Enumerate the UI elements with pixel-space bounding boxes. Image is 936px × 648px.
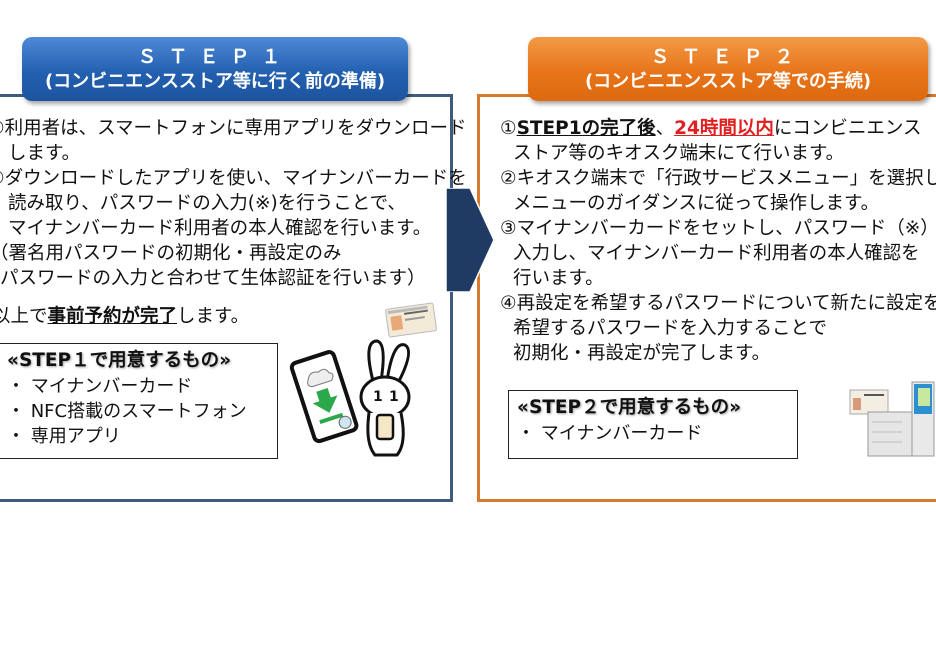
summary-text: 以上で [0,306,48,327]
step2-title: ＳＴＥＰ２ [650,46,806,68]
needs-item: ・ NFC搭載のスマートフォン [7,401,247,422]
step1-line: （署名用パスワードの初期化・再設定のみ [0,243,342,264]
step2-line: 行います。 [513,268,604,289]
kiosk-terminal-illustration [849,381,935,457]
step2-line: メニューのガイダンスに従って操作します。 [513,193,880,214]
step1-line: します。 [8,143,81,164]
needs-item: ・ 専用アプリ [7,426,121,447]
step1-line: ②ダウンロードしたアプリを使い、マイナンバーカードを [0,168,467,189]
needs-item: ・ マイナンバーカード [7,376,193,397]
step1-line: パスワードの入力と合わせて生体認証を行います） [0,268,426,289]
step1-needs-box: «STEP１で用意するもの» ・ マイナンバーカード ・ NFC搭載のスマートフ… [0,343,278,459]
step2-line: ①STEP1の完了後、24時間以内にコンビニエンス [500,116,936,141]
step1-subtitle: (コンビニエンスストア等に行く前の準備) [44,71,386,92]
line-number: ① [500,118,517,139]
step2-line: 初期化・再設定が完了します。 [513,343,771,364]
step1-line: 読み取り、パスワードの入力(※)を行うことで、 [8,193,406,214]
step2-line: 入力し、マイナンバーカード利用者の本人確認を [513,243,920,264]
step1-line: ①利用者は、スマートフォンに専用アプリをダウンロード [0,118,467,139]
step2-header: ＳＴＥＰ２ (コンビニエンスストア等での手続) [528,37,928,101]
step1-title: ＳＴＥＰ１ [137,46,293,68]
time-limit-emphasis: 24時間以内 [674,118,774,139]
step2-line: ②キオスク端末で「行政サービスメニュー」を選択し、 [500,168,936,189]
step2-line: 希望するパスワードを入力することで [513,318,827,339]
my-number-card-icon [385,302,437,338]
step2-instructions: ①STEP1の完了後、24時間以内にコンビニエンス ストア等のキオスク端末にて行… [500,116,936,366]
step2-needs-box: «STEP２で用意するもの» ・ マイナンバーカード [508,390,798,459]
summary-emphasis: 事前予約が完了 [47,306,178,327]
separator: 、 [655,118,675,139]
step2-line: ④再設定を希望するパスワードについて新たに設定を [500,293,936,314]
needs-item: ・ マイナンバーカード [517,423,703,444]
next-step-arrow-icon [446,188,495,292]
summary-text: します。 [177,306,250,327]
step2-line: ストア等のキオスク端末にて行います。 [513,143,845,164]
step1-complete-emphasis: STEP1の完了後 [516,118,656,139]
needs-title: «STEP２で用意するもの» [517,397,742,418]
svg-text:1: 1 [389,389,399,405]
step1-line: マイナンバーカード利用者の本人確認を行います。 [8,218,432,239]
step2-subtitle: (コンビニエンスストア等での手続) [584,71,872,92]
step2-line: ③マイナンバーカードをセットし、パスワード（※）を [500,218,936,239]
step1-header: ＳＴＥＰ１ (コンビニエンスストア等に行く前の準備) [22,37,408,101]
step1-instructions: ①利用者は、スマートフォンに専用アプリをダウンロード します。 ②ダウンロードし… [0,116,467,291]
svg-text:1: 1 [373,389,383,405]
step1-summary: 以上で事前予約が完了します。 [0,304,249,329]
line-text: にコンビニエンス [773,118,922,139]
needs-title: «STEP１で用意するもの» [7,350,232,371]
